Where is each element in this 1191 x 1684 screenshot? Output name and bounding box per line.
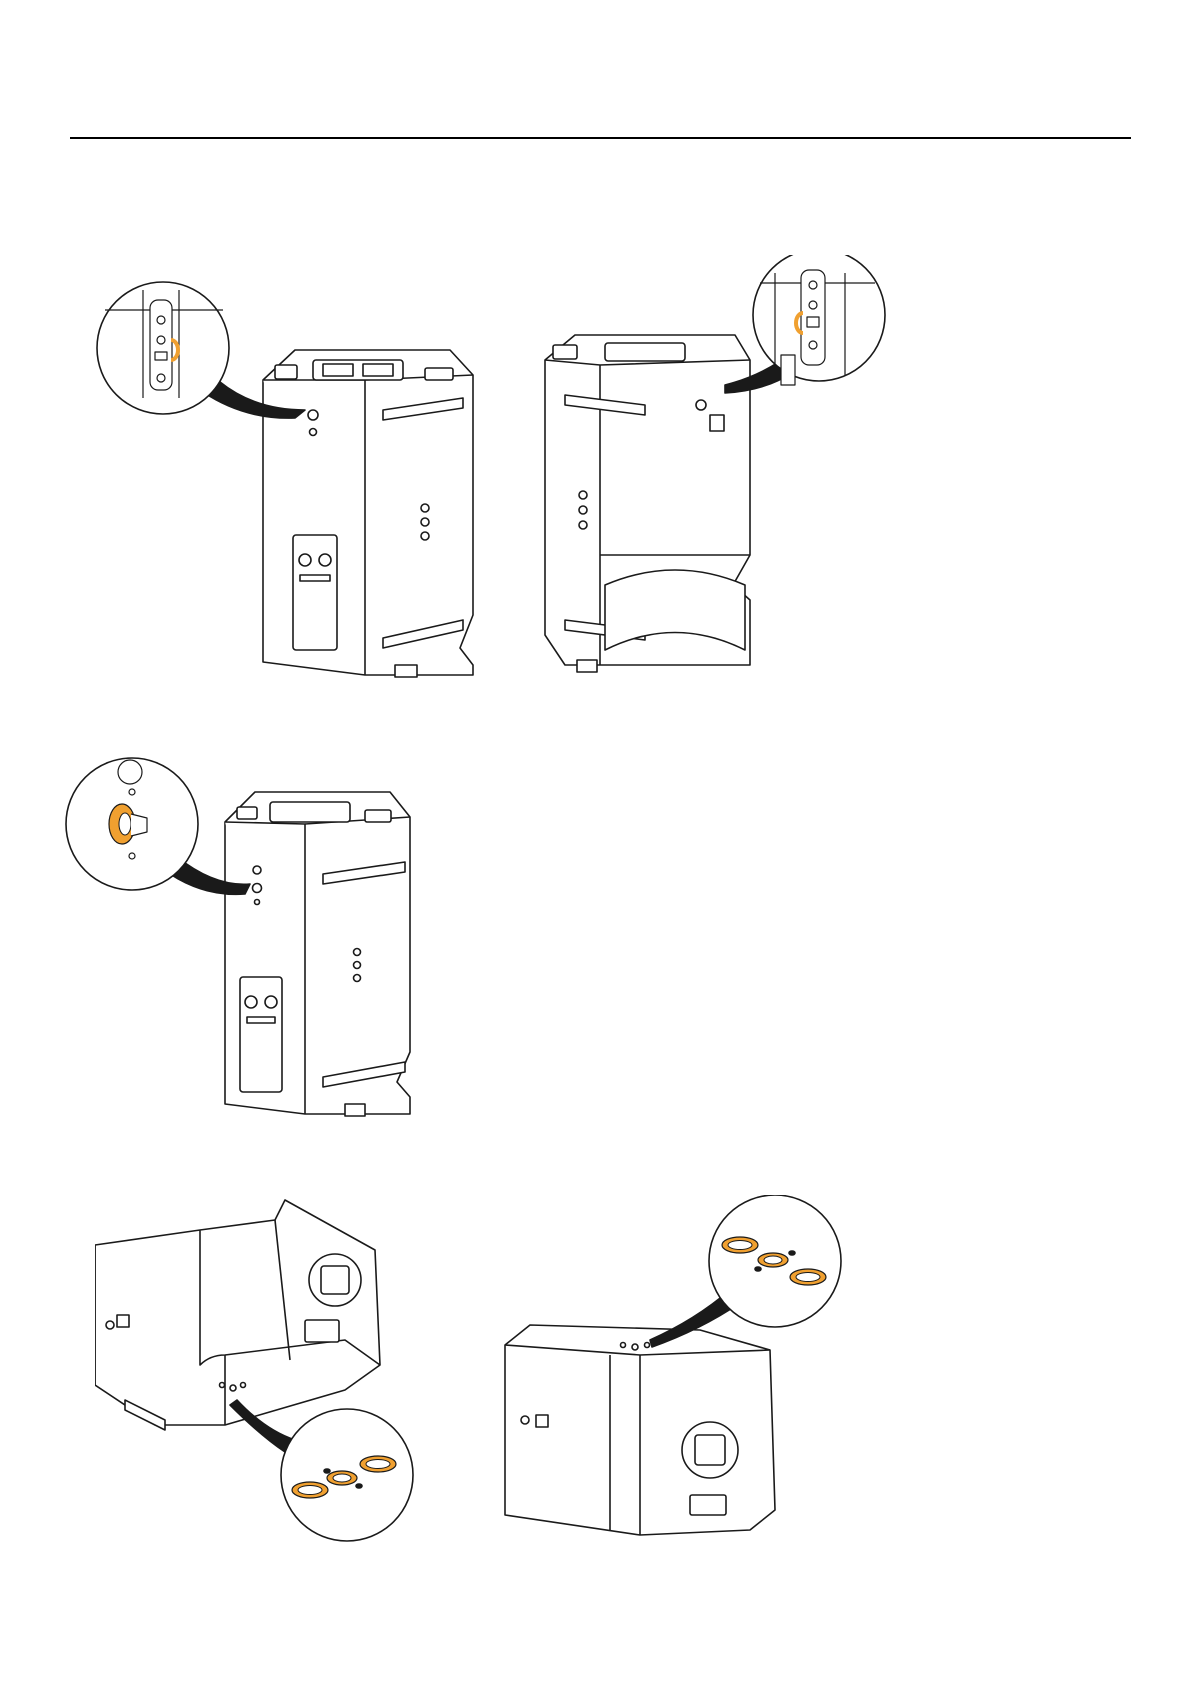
speaker-rear-view-icon	[65, 752, 455, 1122]
figure-speaker-rear-3	[65, 752, 455, 1122]
figure-speaker-front-2	[505, 255, 925, 675]
figure-speaker-bottom-5	[500, 1195, 860, 1565]
speaker-front-view-icon	[505, 255, 925, 675]
speaker-bottom-view-icon	[500, 1195, 860, 1565]
header-rule	[70, 137, 1131, 139]
figure-speaker-bottom-4	[95, 1190, 445, 1550]
speaker-rear-view-icon	[95, 270, 495, 680]
figure-speaker-rear-1	[95, 270, 495, 680]
speaker-bottom-view-icon	[95, 1190, 445, 1550]
